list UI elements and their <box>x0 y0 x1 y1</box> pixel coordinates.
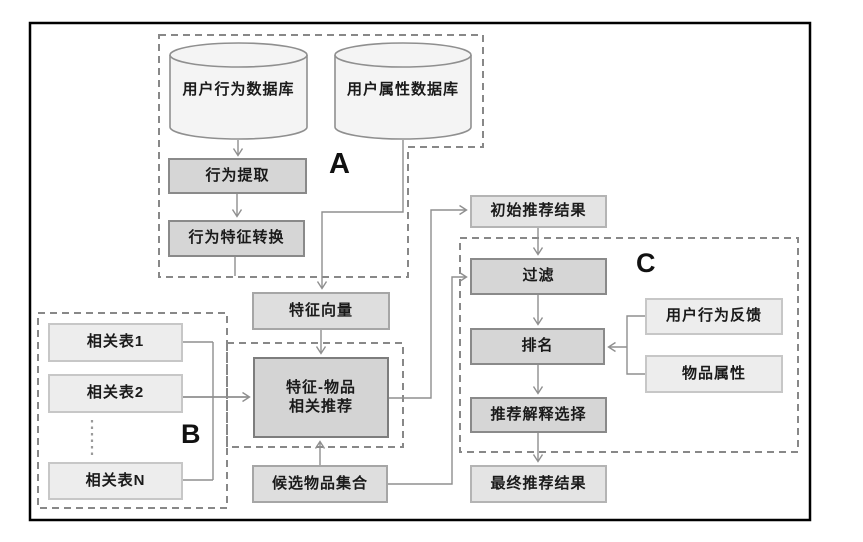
edge-attributedb-to-featurevector <box>316 140 404 290</box>
region-b-label: B <box>181 419 201 449</box>
node-feature-item-recommend: 特征-物品 相关推荐 <box>253 357 389 438</box>
node-item-attributes: 物品属性 <box>645 355 783 393</box>
node-behavior-feature-transform: 行为特征转换 <box>168 220 305 257</box>
edge-feedback-attrs-bracket <box>626 315 645 375</box>
region-c-label: C <box>636 248 656 278</box>
edge-candidates-to-filter <box>388 271 468 485</box>
node-related-table-2: 相关表2 <box>48 374 183 413</box>
feature-item-dashed-border <box>226 342 404 448</box>
edge-relatedtables-bus <box>183 341 214 481</box>
region-a-border <box>158 34 484 278</box>
outer-frame <box>28 21 812 522</box>
node-user-attribute-db-label: 用户属性数据库 <box>346 80 459 98</box>
node-ranking: 排名 <box>470 328 605 365</box>
edge-featureitem-to-initial <box>389 204 468 399</box>
region-a-label: A <box>329 148 350 180</box>
node-explanation-selection: 推荐解释选择 <box>470 397 607 433</box>
node-initial-results: 初始推荐结果 <box>470 195 607 228</box>
node-feature-vector: 特征向量 <box>252 292 390 330</box>
node-related-table-n: 相关表N <box>48 462 183 500</box>
node-user-behavior-feedback: 用户行为反馈 <box>645 298 783 335</box>
region-c-border <box>459 237 799 453</box>
node-candidate-item-set: 候选物品集合 <box>252 465 388 503</box>
user-attribute-db-cylinder <box>334 42 472 140</box>
node-behavior-extraction: 行为提取 <box>168 158 307 194</box>
connectors <box>183 140 645 485</box>
node-related-table-1: 相关表1 <box>48 323 183 362</box>
node-user-behavior-db-label: 用户行为数据库 <box>182 80 295 98</box>
node-filter: 过滤 <box>470 258 607 295</box>
user-behavior-db-cylinder <box>169 42 308 140</box>
node-final-results: 最终推荐结果 <box>470 465 607 503</box>
